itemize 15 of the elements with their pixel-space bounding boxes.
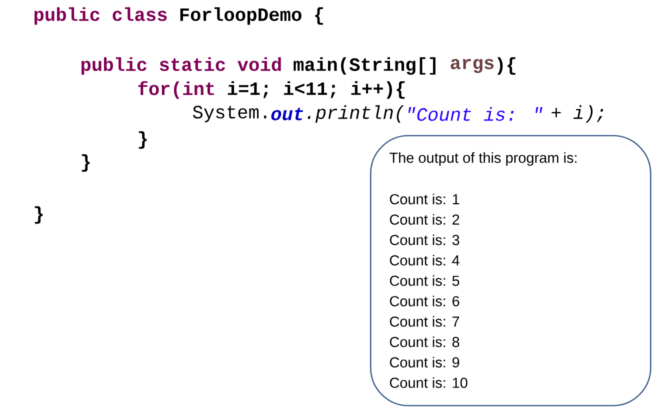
code-text: i=1; i<11; i++){	[228, 81, 405, 99]
code-text: public static void	[81, 57, 281, 75]
code-text: main(String[]	[294, 57, 436, 75]
code-text: args	[450, 58, 494, 74]
code-text: }	[34, 206, 43, 224]
code-text: .println(	[308, 105, 404, 123]
code-text: for(int	[138, 81, 214, 99]
code-text: ){	[497, 57, 516, 75]
code-text: System.	[192, 106, 266, 122]
output-box: The output of this program is: Count is: 1 Count is: 2 Count is: 3 Count is: 4 Count is: 5 Count is: 6 Count is: 7 Count is: 8 Count is: 9 Count is: 10	[370, 135, 652, 406]
code-text: out	[271, 108, 304, 120]
code-text: }	[138, 131, 147, 149]
code-text: public class	[34, 7, 167, 25]
code-text: }	[82, 154, 90, 172]
code-text: ForloopDemo {	[180, 7, 323, 25]
